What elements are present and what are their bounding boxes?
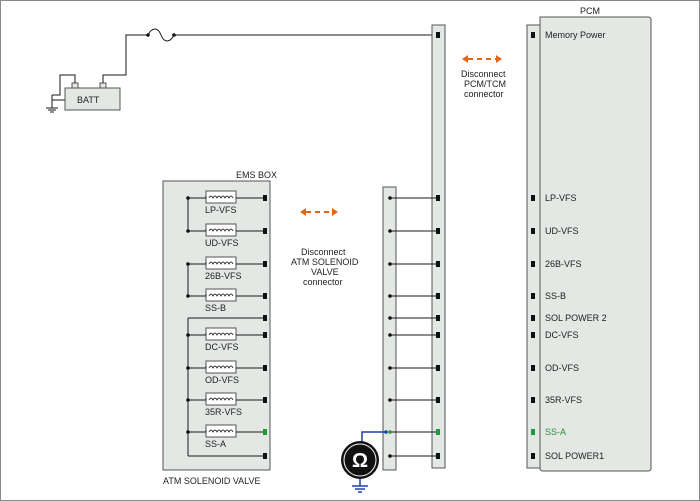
pcm-pin-label: LP-VFS	[545, 193, 577, 203]
battery	[64, 87, 121, 111]
ems-component-label: UD-VFS	[205, 238, 239, 248]
pcm-note-line2: PCM/TCM	[464, 79, 506, 89]
solenoid-coil-icon	[205, 256, 237, 270]
connector-pin	[436, 195, 440, 201]
pcm-pin-label: SS-A	[545, 427, 566, 437]
pcm-pin: OD-VFS	[531, 363, 579, 373]
ems-pin	[263, 228, 267, 234]
ems-component: DC-VFS	[186, 327, 265, 352]
pcm-note-line1: Disconnect	[461, 69, 506, 79]
pcm-pin: DC-VFS	[531, 330, 579, 340]
connector-pin	[436, 365, 440, 371]
solenoid-coil-icon	[205, 223, 237, 237]
pcm-pin-label: SOL POWER1	[545, 451, 604, 461]
connector-pin	[436, 228, 440, 234]
atm-disconnect-arrow-icon	[300, 208, 338, 216]
pcm-pin: UD-VFS	[531, 226, 579, 236]
ems-component-label: 35R-VFS	[205, 407, 242, 417]
ems-component: 26B-VFS	[186, 256, 265, 281]
pcm-disconnect-arrow-icon	[462, 55, 502, 63]
solenoid-coil-icon	[205, 288, 237, 302]
probe-wire	[361, 431, 386, 445]
pcm-pin: SOL POWER 2	[531, 313, 607, 323]
pcm-pin-label: Memory Power	[545, 30, 606, 40]
solenoid-coil-icon	[205, 360, 237, 374]
ground-symbol	[46, 107, 58, 113]
pcm-note-line3: connector	[464, 89, 504, 99]
pcm-pin-label: 35R-VFS	[545, 395, 582, 405]
connector-pin	[436, 315, 440, 321]
ems-pin	[263, 332, 267, 338]
pcm-pin: SOL POWER1	[531, 451, 604, 461]
pcm-pin-label: SOL POWER 2	[545, 313, 607, 323]
pcm-pin: SS-A	[531, 427, 566, 437]
atm-note-line1: Disconnect	[301, 247, 346, 257]
ems-component: SS-B	[186, 288, 265, 313]
ems-component-label: SS-B	[205, 303, 226, 313]
connector-pin	[436, 261, 440, 267]
connector-pin	[436, 397, 440, 403]
ems-component-label: OD-VFS	[205, 375, 239, 385]
pcm-pin-label: SS-B	[545, 291, 566, 301]
ems-component-label: LP-VFS	[205, 205, 237, 215]
atm-note-line2: ATM SOLENOID	[291, 257, 359, 267]
pcm-panel	[539, 16, 652, 472]
pcm-pin-label: OD-VFS	[545, 363, 579, 373]
battery-label: BATT	[77, 95, 100, 105]
battery-circuit: BATT	[46, 28, 440, 113]
solenoid-coil-icon	[205, 327, 237, 341]
ems-pin	[263, 293, 267, 299]
ems-component: OD-VFS	[186, 360, 265, 385]
ems-pin	[263, 365, 267, 371]
pcm-title: PCM	[580, 6, 600, 16]
pcm-pin: LP-VFS	[531, 193, 577, 203]
atm-connector-strip	[382, 186, 397, 471]
ems-component: SS-A	[186, 424, 265, 449]
pcm-pin: 26B-VFS	[531, 259, 582, 269]
ems-pin	[263, 429, 267, 435]
solenoid-coil-icon	[205, 392, 237, 406]
connector-pin	[436, 332, 440, 338]
ems-component: 35R-VFS	[186, 392, 265, 417]
ems-box-title: EMS BOX	[236, 170, 277, 180]
pcm-pin-label: UD-VFS	[545, 226, 579, 236]
ems-component-label: SS-A	[205, 439, 226, 449]
ohmmeter-icon: Ω	[341, 430, 388, 493]
pcm-pin-label: 26B-VFS	[545, 259, 582, 269]
atm-note-line4: connector	[303, 277, 343, 287]
ohm-symbol: Ω	[352, 450, 368, 472]
solenoid-coil-icon	[205, 190, 237, 204]
ems-box-footer: ATM SOLENOID VALVE	[163, 476, 261, 486]
ems-pin	[263, 195, 267, 201]
pcm-pin-label: DC-VFS	[545, 330, 579, 340]
connector-pin	[436, 429, 440, 435]
atm-note-line3: VALVE	[311, 267, 339, 277]
connector-pin	[436, 293, 440, 299]
ems-pin	[263, 397, 267, 403]
ems-pin	[263, 261, 267, 267]
ems-component-label: 26B-VFS	[205, 271, 242, 281]
fuse-icon	[147, 28, 175, 42]
ems-component: LP-VFS	[186, 190, 265, 215]
connector-pin	[436, 453, 440, 459]
ems-box: EMS BOX ATM SOLENOID VALVE LP-VFS UD-VFS 2…	[162, 170, 277, 486]
pcm-connector-strip	[431, 24, 446, 469]
pcm-pin: SS-B	[531, 291, 566, 301]
ems-component-label: DC-VFS	[205, 342, 239, 352]
pcm-pin: Memory Power	[531, 30, 606, 40]
meter-ground-icon	[352, 485, 368, 493]
pcm-pin: 35R-VFS	[531, 395, 582, 405]
ems-component: UD-VFS	[186, 223, 265, 248]
solenoid-coil-icon	[205, 424, 237, 438]
